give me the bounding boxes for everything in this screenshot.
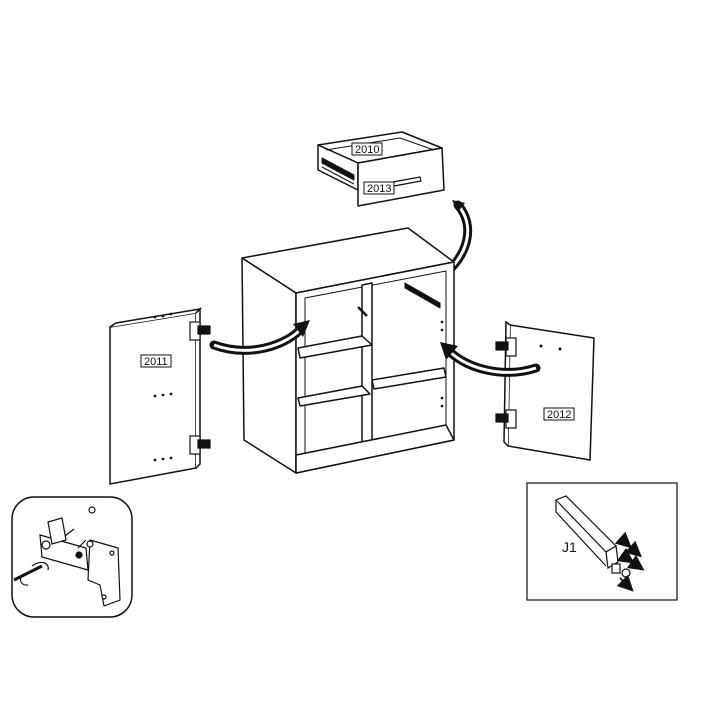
hinge-icon-left-bottom bbox=[189, 435, 211, 455]
curved-arrow-icon-left bbox=[209, 320, 310, 355]
left-door-label: 2011 bbox=[140, 354, 172, 368]
right-door bbox=[503, 320, 595, 461]
curved-arrow-icon-right bbox=[440, 342, 541, 377]
right-door-label-text: 2012 bbox=[547, 409, 571, 421]
drawer-label-front: 2010 bbox=[351, 142, 383, 156]
hinge-icon-right-top bbox=[495, 337, 517, 357]
drawer-label-side: 2013 bbox=[363, 181, 395, 195]
cabinet bbox=[241, 227, 455, 474]
right-door-holes bbox=[539, 344, 562, 351]
drawer-side-label: 2013 bbox=[367, 183, 391, 195]
hinge-icon-right-bottom bbox=[495, 409, 517, 429]
hinge-icon-left-top bbox=[189, 321, 211, 341]
drawer-front-label: 2010 bbox=[355, 144, 379, 156]
right-door-label: 2012 bbox=[543, 407, 575, 421]
left-door-holes bbox=[153, 312, 173, 462]
double-arrow-icon bbox=[614, 531, 645, 592]
adjuster-detail-inset: J1 bbox=[526, 482, 678, 601]
adjuster-label: J1 bbox=[562, 539, 577, 555]
hinge-detail-inset bbox=[11, 496, 133, 618]
left-door-label-text: 2011 bbox=[144, 356, 168, 368]
cabinet-holes bbox=[440, 320, 444, 408]
